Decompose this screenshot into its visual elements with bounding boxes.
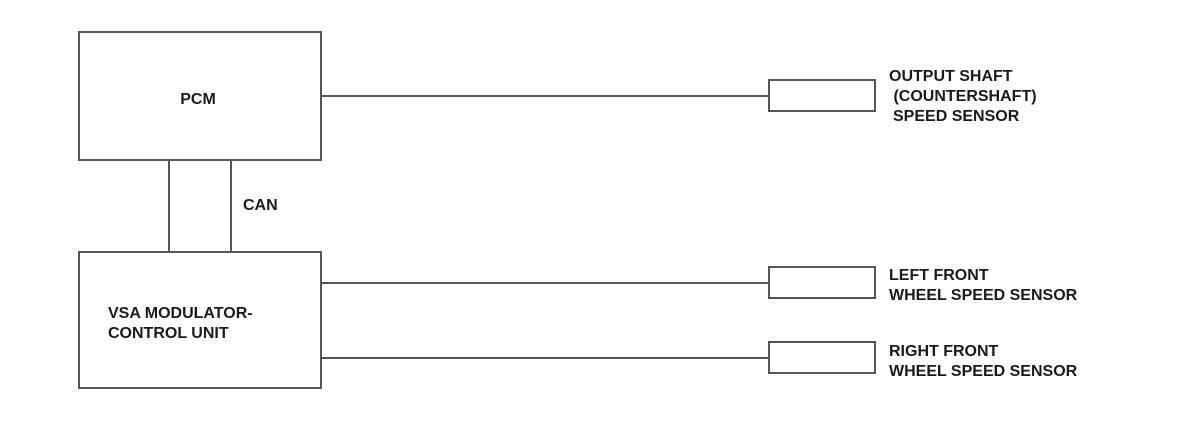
output-shaft-sensor-group: OUTPUT SHAFT (COUNTERSHAFT) SPEED SENSOR xyxy=(321,68,1037,125)
left-front-sensor xyxy=(768,266,876,299)
vsa-label-line1: VSA MODULATOR- xyxy=(108,305,253,322)
pcm-label: PCM xyxy=(180,91,216,108)
right-front-label-line2: WHEEL SPEED SENSOR xyxy=(889,363,1078,380)
output-shaft-label-line2: (COUNTERSHAFT) xyxy=(889,88,1037,105)
left-front-sensor-group: LEFT FRONT WHEEL SPEED SENSOR xyxy=(321,266,1078,304)
right-front-label-line1: RIGHT FRONT xyxy=(889,343,999,360)
output-shaft-label-line3: SPEED SENSOR xyxy=(893,108,1020,125)
pcm-box xyxy=(78,31,322,161)
output-shaft-sensor xyxy=(768,79,876,112)
can-label: CAN xyxy=(243,197,278,214)
right-front-sensor-group: RIGHT FRONT WHEEL SPEED SENSOR xyxy=(321,341,1078,380)
left-front-label-line2: WHEEL SPEED SENSOR xyxy=(889,287,1078,304)
pcm-block: PCM xyxy=(78,31,322,161)
right-front-sensor xyxy=(768,341,876,374)
output-shaft-label-line1: OUTPUT SHAFT xyxy=(889,68,1013,85)
left-front-label-line1: LEFT FRONT xyxy=(889,267,989,284)
vsa-box xyxy=(78,251,322,389)
vsa-block: VSA MODULATOR- CONTROL UNIT xyxy=(78,251,322,389)
can-bus: CAN xyxy=(168,160,278,252)
vsa-label-line2: CONTROL UNIT xyxy=(108,325,229,342)
